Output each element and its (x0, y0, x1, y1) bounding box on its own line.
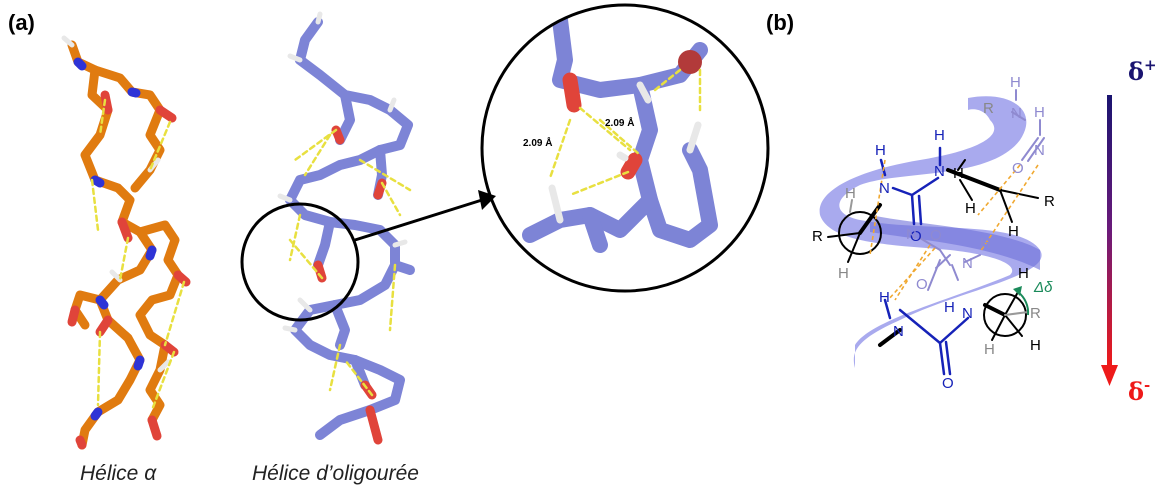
alpha-helix-hbonds (90, 98, 186, 412)
oligourea-helix-hbonds (288, 128, 412, 397)
caption-alpha-helix: Hélice α (80, 462, 157, 485)
atom-r-4: R (1030, 305, 1041, 322)
hbond-distance-label-2: 2.09 Å (605, 116, 634, 129)
atom-o-5: O (942, 375, 954, 392)
polarity-top-label: δ+ (1128, 56, 1157, 86)
scheme-bonds (827, 89, 1045, 376)
scheme-atom-labels: N H N H O H H R H H R H R H N H N O N O … (812, 74, 1055, 392)
polarity-bottom-label: δ- (1128, 376, 1150, 406)
atom-h-13: H (1030, 337, 1041, 354)
atom-r-3: R (983, 100, 994, 117)
atom-h-6: H (845, 185, 856, 202)
atom-n-5: N (906, 226, 917, 243)
atom-n-8: N (962, 305, 973, 322)
atom-o-2: O (1012, 160, 1024, 177)
panel-label-b: (b) (766, 10, 795, 35)
atom-n-7: N (893, 323, 904, 340)
zoom-circle-border (480, 3, 770, 293)
hbond-distance-label-1: 2.09 Å (523, 136, 552, 149)
zoom-inset (522, 12, 718, 253)
atom-n-1: N (879, 180, 890, 197)
atom-h-5: H (1008, 223, 1019, 240)
atom-o-1: O (910, 228, 922, 245)
alpha-helix-oxygens (67, 90, 191, 450)
atom-n-4: N (1034, 142, 1045, 159)
atom-o-4: O (916, 276, 928, 293)
alpha-helix-model (61, 35, 191, 450)
atom-o-3: O (930, 227, 942, 244)
delta-delta-arrowhead (1013, 286, 1022, 296)
atom-h-2: H (934, 127, 945, 144)
panel-label-a: (a) (8, 10, 35, 35)
atom-h-1: H (875, 142, 886, 159)
oligourea-helix-model (277, 11, 415, 445)
atom-h-3: H (953, 165, 964, 182)
newman-projection-left (838, 211, 882, 255)
atom-h-9: H (1034, 104, 1045, 121)
zoom-arrow (354, 198, 483, 242)
atom-r-1: R (1044, 193, 1055, 210)
atom-h-7: H (838, 265, 849, 282)
atom-h-15: H (879, 289, 890, 306)
atom-r-2: R (812, 228, 823, 245)
magnifier-circle (240, 202, 360, 322)
atom-h-8: H (1010, 74, 1021, 91)
oligourea-helix-backbone (285, 17, 415, 440)
oligourea-helix-hydrogens (277, 11, 408, 333)
polarity-arrowhead (1101, 365, 1118, 386)
atom-h-14: H (984, 341, 995, 358)
polarity-gradient-bar (1107, 95, 1112, 365)
atom-h-12: H (1018, 265, 1029, 282)
alpha-helix-nitrogens (73, 57, 157, 421)
atom-n-6: N (962, 255, 973, 272)
scheme-hbonds (869, 159, 1039, 301)
delta-delta-label: Δδ (1033, 279, 1053, 296)
atom-n-3: N (1011, 105, 1022, 122)
atom-h-10: H (980, 235, 991, 252)
caption-oligourea-helix: Hélice d’oligourée (252, 462, 419, 485)
atom-n-2: N (934, 163, 945, 180)
atom-h-16: H (944, 299, 955, 316)
atom-h-4: H (965, 200, 976, 217)
scheme-ribbon (819, 96, 1042, 368)
newman-projection-right (983, 293, 1027, 337)
